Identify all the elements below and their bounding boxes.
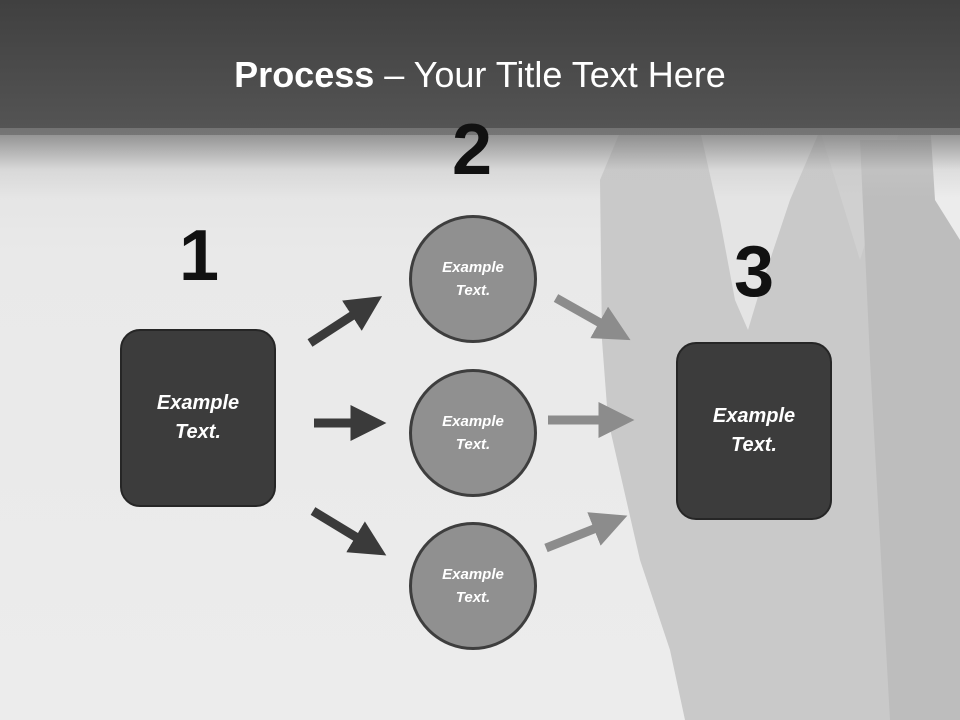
step-3-number: 3 xyxy=(733,232,775,312)
header-fade xyxy=(0,128,960,198)
step-3-box: Example Text. xyxy=(676,342,832,520)
arrow-1-to-2c xyxy=(310,507,387,556)
step-1-text: Example Text. xyxy=(156,392,240,443)
step-2-node-3: Example Text. xyxy=(409,522,537,650)
step-2-node-2: Example Text. xyxy=(409,369,537,497)
slide-title: Process – Your Title Text Here xyxy=(0,52,960,98)
arrow-1-to-2a xyxy=(307,296,383,347)
step-2-node-3-text: Example Text. xyxy=(442,566,504,606)
step-2-number: 2 xyxy=(451,110,493,190)
title-bold: Process xyxy=(234,54,375,95)
step-1-box: Example Text. xyxy=(120,329,276,507)
step-1-number: 1 xyxy=(178,216,220,296)
arrow-2c-to-3 xyxy=(544,512,628,553)
step-2-node-2-text: Example Text. xyxy=(442,413,504,453)
step-2-node-1: Example Text. xyxy=(409,215,537,343)
arrow-2a-to-3 xyxy=(553,294,631,341)
title-rest: – Your Title Text Here xyxy=(374,54,726,95)
header-bar xyxy=(0,0,960,135)
step-3-text: Example Text. xyxy=(712,405,796,456)
step-2-node-1-text: Example Text. xyxy=(442,259,504,299)
